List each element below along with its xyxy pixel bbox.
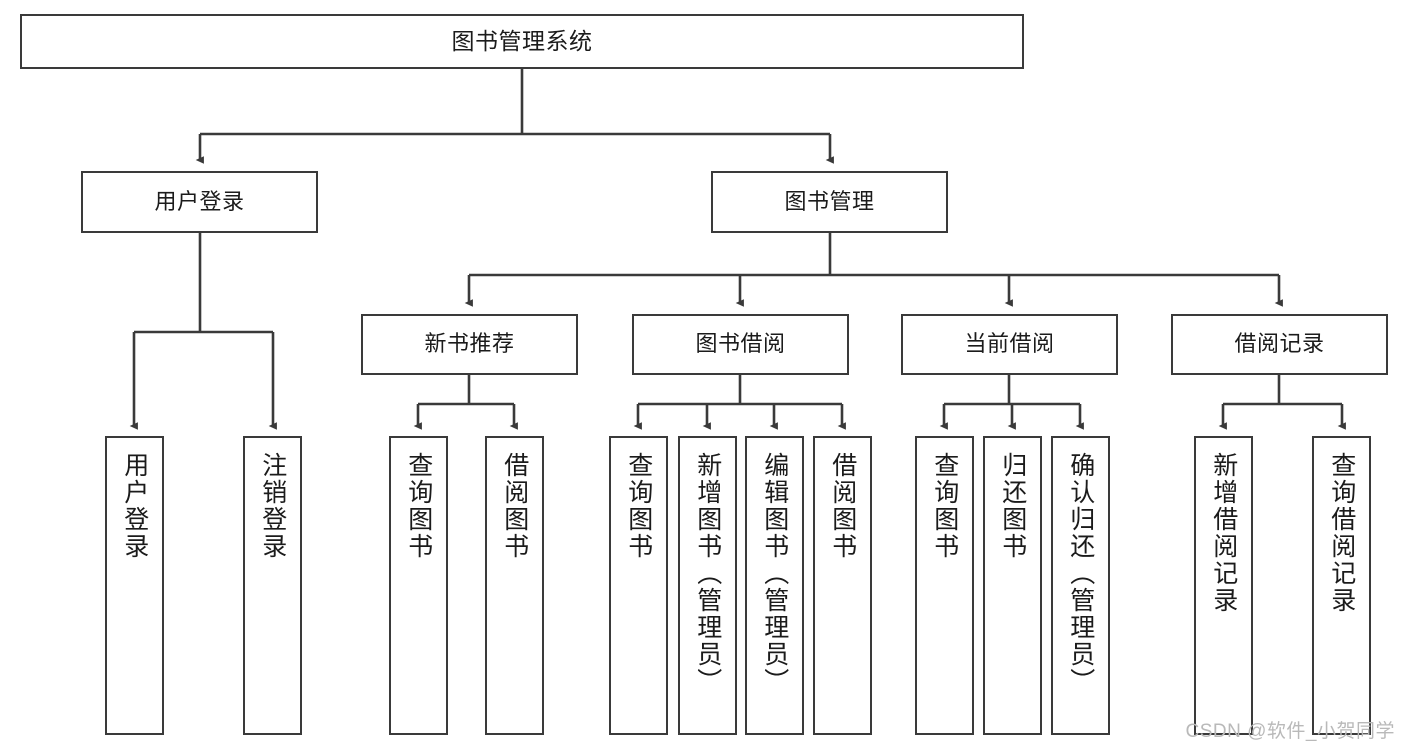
node-leaf-user-login[interactable]: 用户登录: [105, 436, 164, 735]
node-book-borrow[interactable]: 图书借阅: [632, 314, 849, 375]
node-leaf-query-record-label: 查询借阅记录: [1327, 452, 1356, 614]
csdn-watermark: CSDN @软件_小贺同学: [1185, 721, 1395, 742]
node-current-borrow-label: 当前借阅: [964, 331, 1055, 357]
node-leaf-confirm-return[interactable]: 确认归还（管理员）: [1051, 436, 1110, 735]
node-current-borrow[interactable]: 当前借阅: [901, 314, 1118, 375]
node-root[interactable]: 图书管理系统: [20, 14, 1024, 69]
node-leaf-confirm-return-label: 确认归还（管理员）: [1066, 452, 1095, 695]
node-leaf-logout[interactable]: 注销登录: [243, 436, 302, 735]
node-leaf-query-book-2[interactable]: 查询图书: [609, 436, 668, 735]
node-book-borrow-label: 图书借阅: [695, 331, 786, 357]
node-borrow-record-label: 借阅记录: [1234, 331, 1325, 357]
node-leaf-user-login-label: 用户登录: [120, 452, 149, 560]
node-borrow-record[interactable]: 借阅记录: [1171, 314, 1388, 375]
node-leaf-logout-label: 注销登录: [258, 452, 287, 560]
node-leaf-return-book-label: 归还图书: [998, 452, 1027, 560]
node-book-manage[interactable]: 图书管理: [711, 171, 948, 233]
node-leaf-borrow-book-2-label: 借阅图书: [828, 452, 857, 560]
node-leaf-query-book-3[interactable]: 查询图书: [915, 436, 974, 735]
node-leaf-query-book-1-label: 查询图书: [404, 452, 433, 560]
node-leaf-query-book-2-label: 查询图书: [624, 452, 653, 560]
node-user-login[interactable]: 用户登录: [81, 171, 318, 233]
node-new-book-recommend-label: 新书推荐: [424, 331, 515, 357]
node-leaf-add-book-label: 新增图书（管理员）: [693, 452, 722, 695]
node-root-label: 图书管理系统: [451, 27, 593, 54]
node-leaf-query-book-3-label: 查询图书: [930, 452, 959, 560]
node-leaf-query-record[interactable]: 查询借阅记录: [1312, 436, 1371, 735]
node-leaf-edit-book-label: 编辑图书（管理员）: [760, 452, 789, 695]
node-leaf-borrow-book-1[interactable]: 借阅图书: [485, 436, 544, 735]
node-book-manage-label: 图书管理: [784, 188, 875, 214]
node-new-book-recommend[interactable]: 新书推荐: [361, 314, 578, 375]
node-leaf-query-book-1[interactable]: 查询图书: [389, 436, 448, 735]
node-leaf-add-record-label: 新增借阅记录: [1209, 452, 1238, 614]
node-user-login-label: 用户登录: [154, 188, 245, 214]
node-leaf-borrow-book-1-label: 借阅图书: [500, 452, 529, 560]
node-leaf-add-book[interactable]: 新增图书（管理员）: [678, 436, 737, 735]
node-leaf-add-record[interactable]: 新增借阅记录: [1194, 436, 1253, 735]
node-leaf-borrow-book-2[interactable]: 借阅图书: [813, 436, 872, 735]
node-leaf-edit-book[interactable]: 编辑图书（管理员）: [745, 436, 804, 735]
node-leaf-return-book[interactable]: 归还图书: [983, 436, 1042, 735]
